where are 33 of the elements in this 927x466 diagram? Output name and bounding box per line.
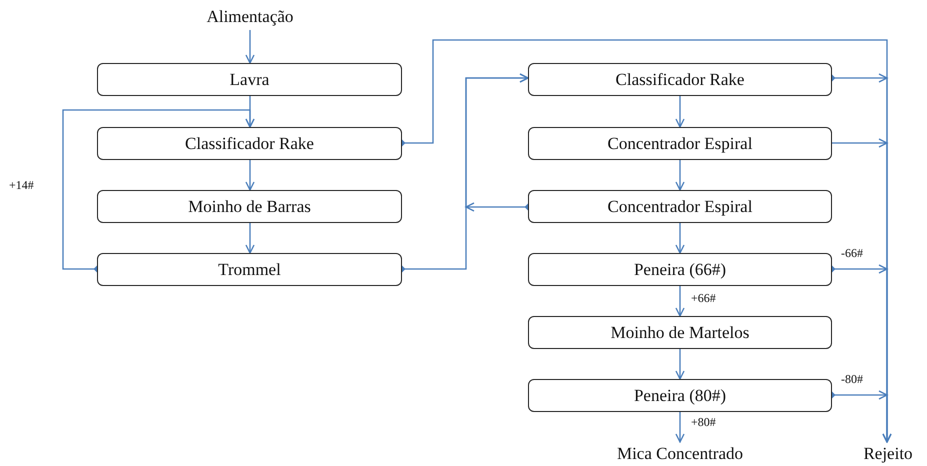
box-label: Trommel [218, 260, 281, 280]
arrow [245, 223, 255, 254]
box-label: Peneira (66#) [634, 260, 726, 280]
process-box [528, 190, 832, 223]
box-label: Classificador Rake [185, 134, 314, 154]
box-label: Concentrador Espiral [608, 134, 752, 154]
box-label: Moinho de Barras [188, 196, 311, 216]
process-box [528, 127, 832, 160]
flow-label: Rejeito [863, 444, 913, 464]
arrow [675, 349, 685, 380]
process-box [97, 63, 402, 96]
process-box [528, 316, 832, 349]
process-box [97, 190, 402, 223]
box-label: Moinho de Martelos [610, 322, 750, 342]
box-label: Lavra [230, 70, 270, 90]
process-box [528, 63, 832, 96]
arrow [675, 286, 685, 317]
arrow [675, 160, 685, 191]
arrow [675, 96, 685, 128]
flow-label: Mica Concentrado [616, 444, 744, 464]
box-label: Concentrador Espiral [608, 196, 752, 216]
arrow [675, 223, 685, 254]
arrow [675, 412, 685, 443]
box-label: Classificador Rake [616, 70, 744, 90]
process-box [97, 127, 402, 160]
box-label: Peneira (80#) [634, 386, 726, 406]
arrow [62, 109, 255, 272]
flow-label: Alimentação [206, 7, 294, 27]
arrow [245, 30, 255, 64]
process-box [528, 379, 832, 412]
process-box [528, 253, 832, 286]
arrow [245, 160, 255, 191]
process-box [97, 253, 402, 286]
